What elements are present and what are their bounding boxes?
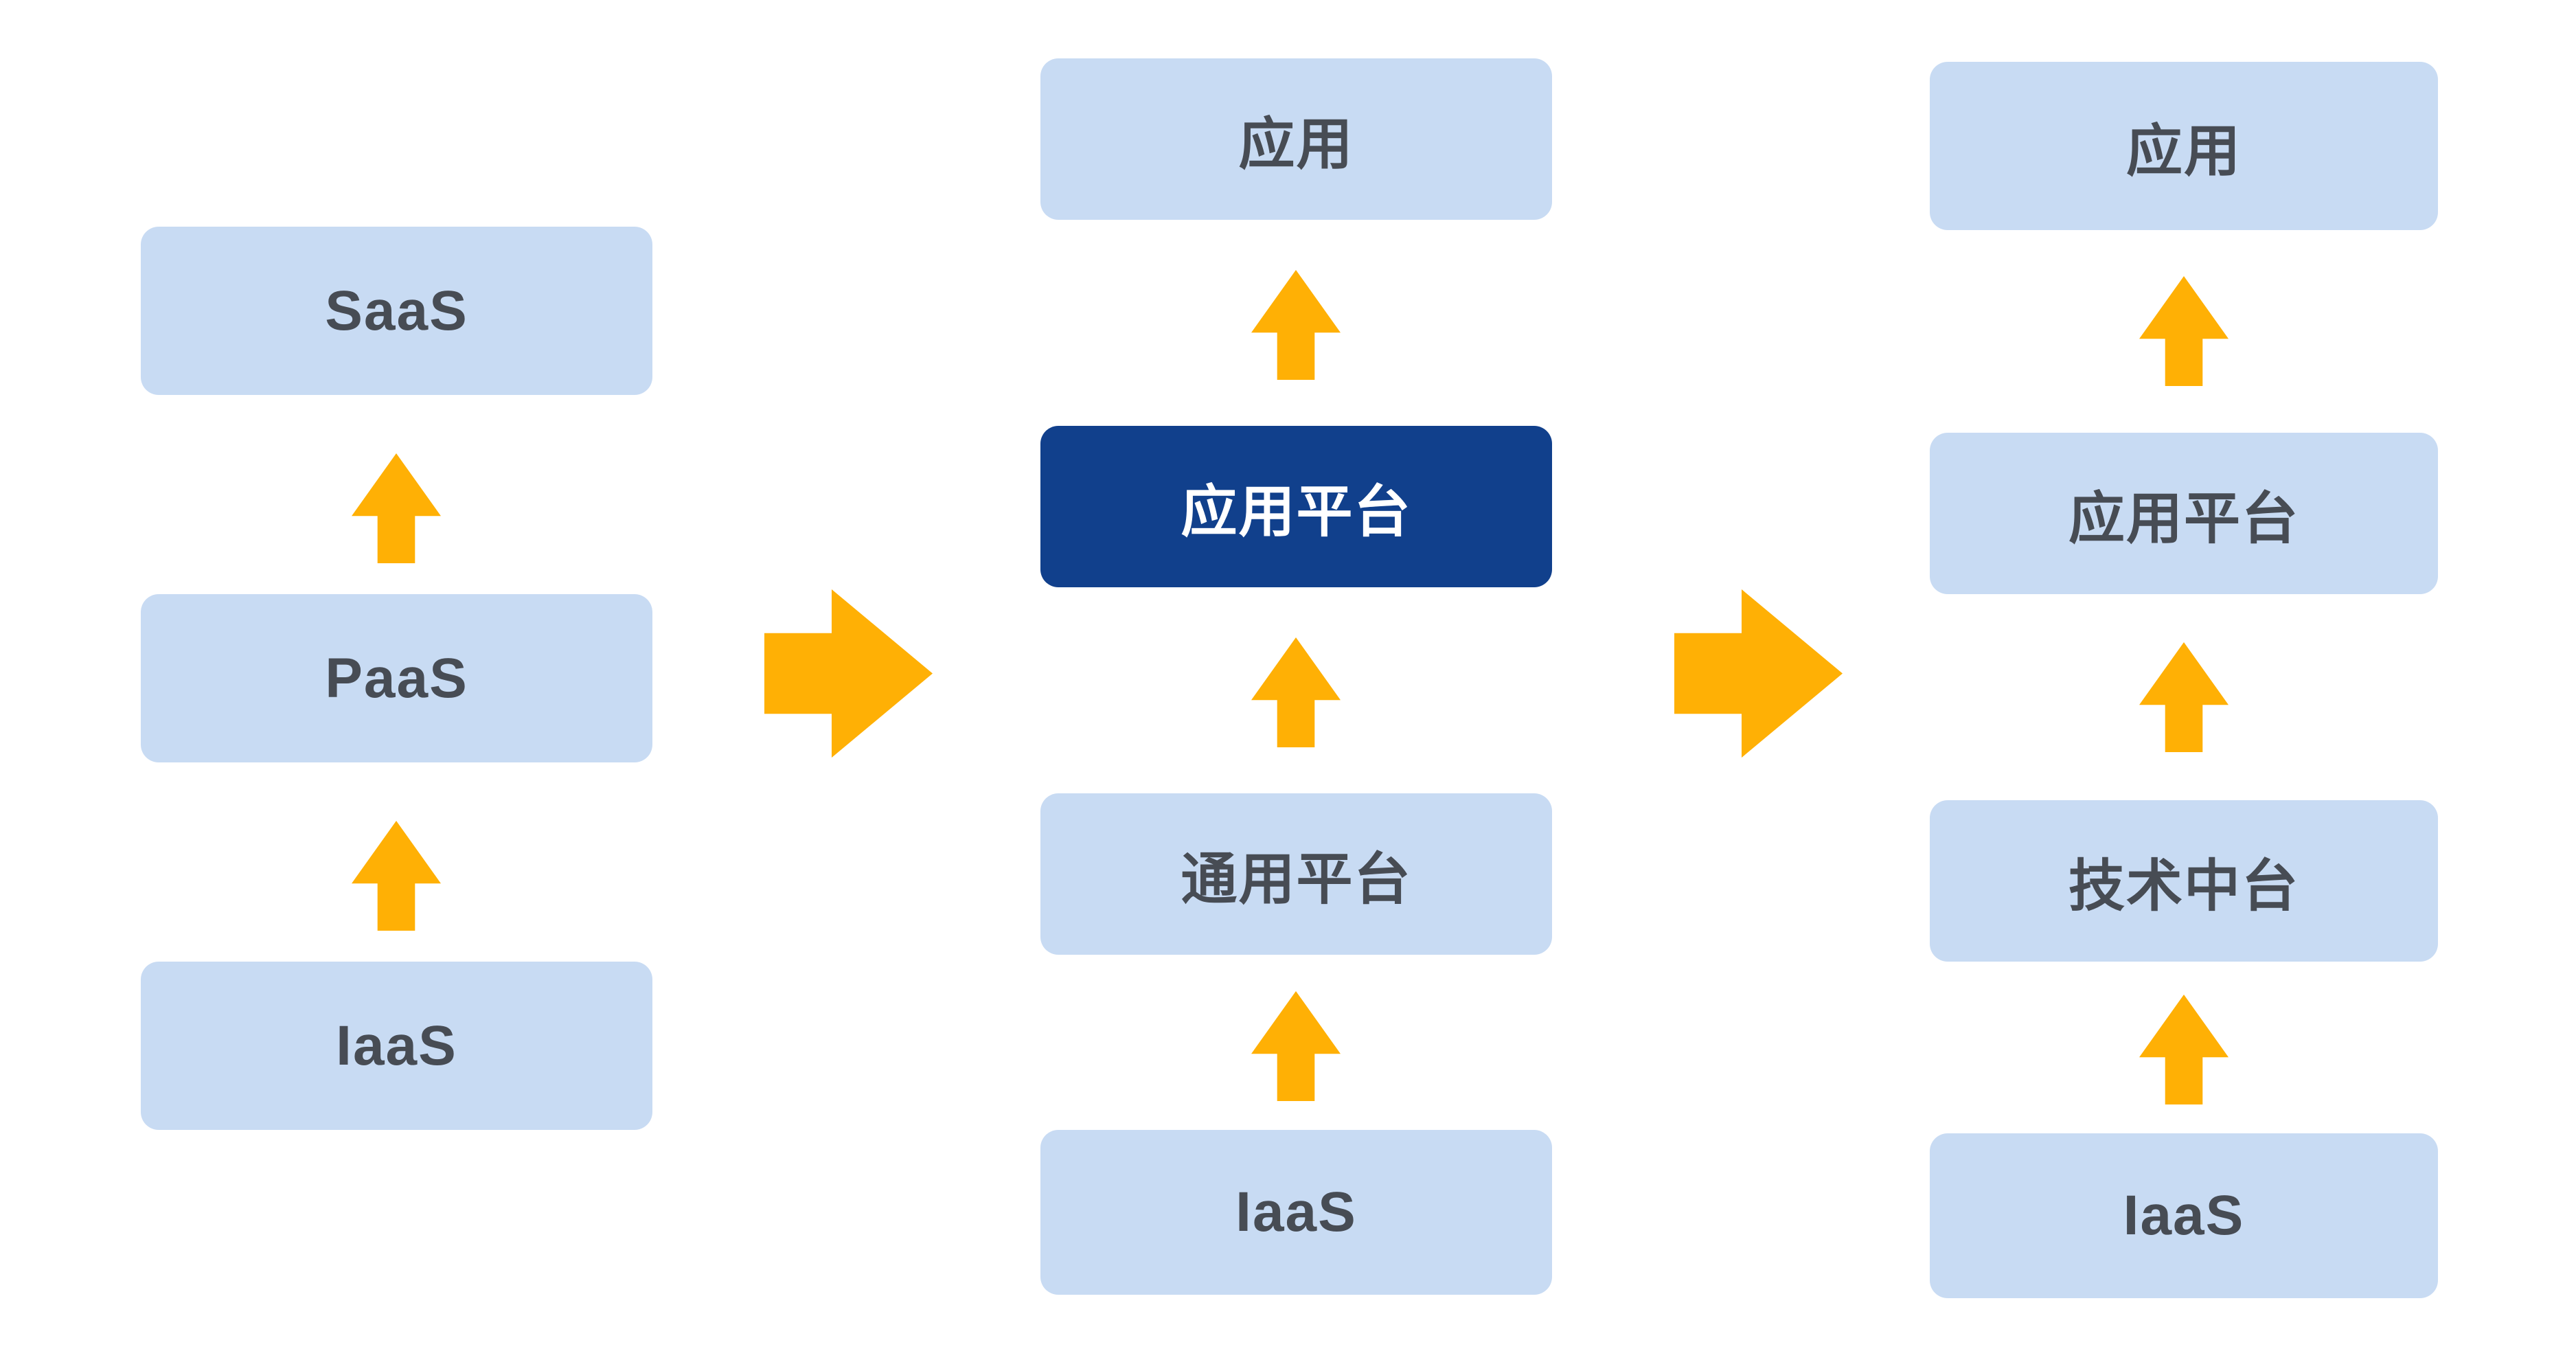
box-iaas-middle-label: IaaS bbox=[1235, 1181, 1357, 1243]
box-saas-label: SaaS bbox=[325, 279, 468, 342]
right-arrow-icon bbox=[764, 589, 933, 758]
box-app-middle: 应用 bbox=[1040, 58, 1552, 220]
box-iaas-right-label: IaaS bbox=[2123, 1184, 2245, 1247]
box-app-platform-highlight-label: 应用平台 bbox=[1181, 481, 1412, 543]
box-paas: PaaS bbox=[141, 594, 652, 762]
box-iaas-left-label: IaaS bbox=[336, 1014, 457, 1077]
box-iaas-left: IaaS bbox=[141, 962, 652, 1130]
right-arrow-icon bbox=[1674, 589, 1843, 758]
up-arrow-icon bbox=[2139, 276, 2229, 386]
up-arrow-icon bbox=[1251, 991, 1341, 1101]
box-common-platform-label: 通用平台 bbox=[1181, 848, 1412, 911]
box-tech-middle-platform: 技术中台 bbox=[1930, 800, 2438, 962]
box-saas: SaaS bbox=[141, 227, 652, 395]
box-app-middle-label: 应用 bbox=[1238, 113, 1354, 176]
box-tech-middle-platform-label: 技术中台 bbox=[2068, 855, 2299, 918]
box-paas-label: PaaS bbox=[325, 646, 468, 710]
up-arrow-icon bbox=[1251, 270, 1341, 380]
box-common-platform: 通用平台 bbox=[1040, 793, 1552, 955]
box-app-right-label: 应用 bbox=[2125, 120, 2242, 183]
box-iaas-right: IaaS bbox=[1930, 1133, 2438, 1298]
box-app-platform-right: 应用平台 bbox=[1930, 433, 2438, 594]
box-app-right: 应用 bbox=[1930, 62, 2438, 230]
up-arrow-icon bbox=[352, 453, 441, 563]
box-app-platform-highlight: 应用平台 bbox=[1040, 426, 1552, 587]
up-arrow-icon bbox=[352, 821, 441, 931]
up-arrow-icon bbox=[2139, 642, 2229, 752]
box-iaas-middle: IaaS bbox=[1040, 1130, 1552, 1295]
up-arrow-icon bbox=[1251, 637, 1341, 747]
box-app-platform-right-label: 应用平台 bbox=[2068, 488, 2299, 550]
up-arrow-icon bbox=[2139, 995, 2229, 1104]
